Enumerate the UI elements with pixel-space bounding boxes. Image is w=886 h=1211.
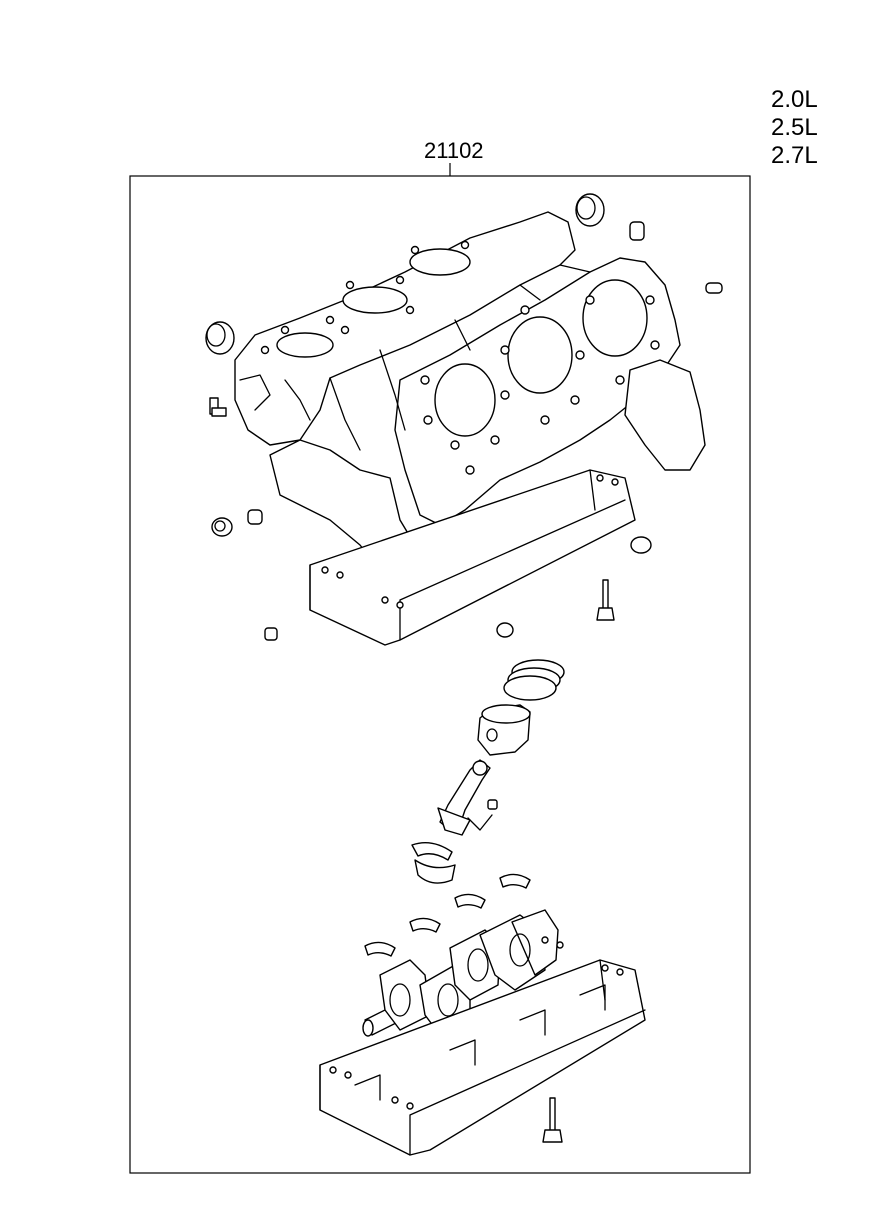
displacement-2-5l: 2.5L [771, 114, 818, 141]
main-bearing-bolt-upper [596, 579, 615, 621]
bearing-cap-sleeve [630, 536, 652, 554]
dowel-pin-left [247, 509, 263, 525]
assembly-part-number: 21102 [424, 138, 484, 163]
piston [477, 704, 531, 756]
drain-plug-bolt [209, 397, 227, 417]
dowel-pin-bottom [264, 627, 278, 641]
con-rod-bearing-shells [411, 842, 456, 884]
main-bearing-bolt-lower [542, 1097, 563, 1143]
connecting-rod [437, 759, 498, 836]
crankcase-bedplate [319, 936, 646, 1156]
cylinder-block [234, 211, 706, 586]
engine-displacement-list: 2.0L 2.5L 2.7L [771, 86, 818, 170]
assembly-frame [129, 175, 751, 1174]
oil-jet [496, 622, 514, 638]
displacement-2-0l: 2.0L [771, 86, 818, 113]
welsh-plug-top [575, 193, 605, 227]
dowel-pin-top [629, 221, 645, 241]
piston-rings [503, 659, 565, 701]
oil-gallery-plug [211, 517, 233, 537]
displacement-2-7l: 2.7L [771, 142, 818, 169]
upper-crankcase-rail [309, 469, 636, 646]
welsh-plug-left [205, 321, 235, 355]
dowel-pin-right [705, 282, 723, 294]
